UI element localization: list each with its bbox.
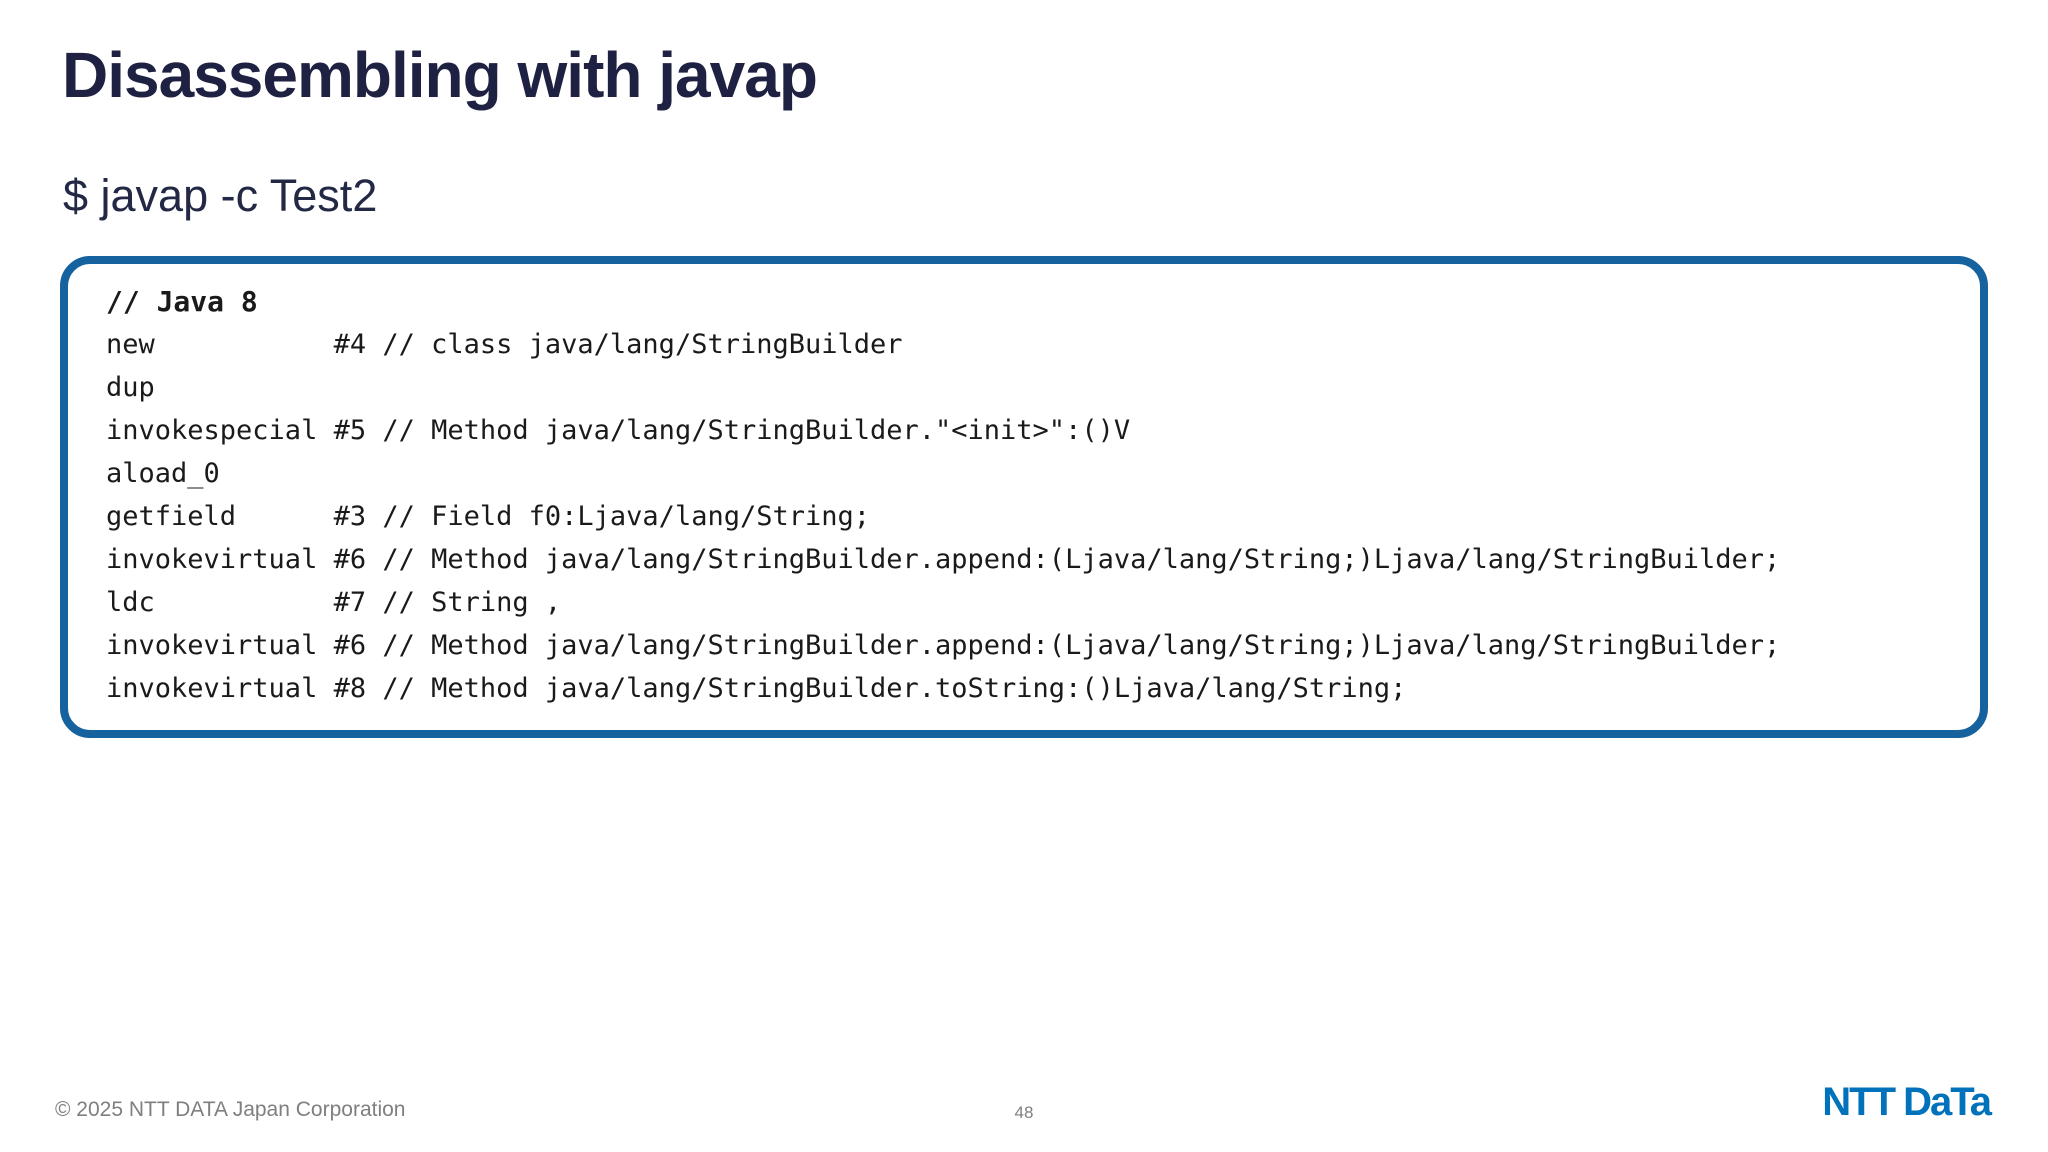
bytecode-listing: new #4 // class java/lang/StringBuilder … <box>106 329 1781 704</box>
page-number: 48 <box>1014 1103 1034 1122</box>
code-comment-header: // Java 8 <box>106 285 258 318</box>
copyright-text: © 2025 NTT DATA Japan Corporation <box>55 1098 406 1121</box>
ntt-data-logo: NTT DaTa <box>1822 1080 1992 1124</box>
slide-title: Disassembling with javap <box>62 39 818 111</box>
shell-command: $ javap -c Test2 <box>63 170 378 221</box>
bytecode-panel: // Java 8 new #4 // class java/lang/Stri… <box>60 256 1988 738</box>
